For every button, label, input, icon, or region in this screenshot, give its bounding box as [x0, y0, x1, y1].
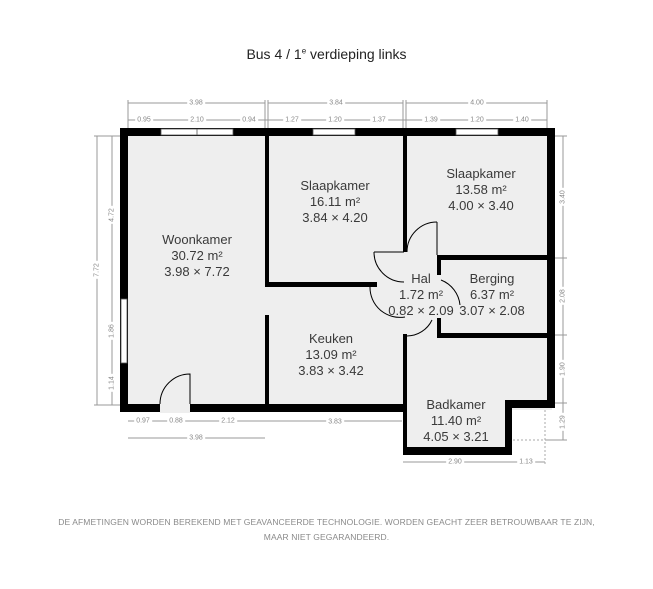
dim-top-seg: 0.95 [135, 116, 153, 124]
dim-top-seg: 1.20 [468, 116, 486, 124]
dim-right-seg: 1.29 [559, 413, 567, 431]
dim-top-seg: 1.40 [513, 116, 531, 124]
dim-bottom-seg: 0.88 [167, 417, 185, 425]
dim-bottom-overall: 3.98 [187, 434, 205, 442]
dim-top-slaapkamer1: 3.84 [327, 99, 345, 107]
room-badkamer: Badkamer 11.40 m² 4.05 × 3.21 [423, 397, 489, 444]
dim-left-seg: 1.86 [108, 322, 116, 340]
dim-bottom-seg: 0.97 [134, 417, 152, 425]
doors [159, 221, 461, 413]
room-slaapkamer-2: Slaapkamer 13.58 m² 4.00 × 3.40 [446, 166, 516, 213]
dim-right-seg: 3.40 [559, 188, 567, 206]
disclaimer: DE AFMETINGEN WORDEN BEREKEND MET GEAVAN… [58, 517, 595, 542]
dim-right-seg: 2.08 [559, 287, 567, 305]
dim-left-seg: 4.72 [108, 206, 116, 224]
windows [120, 128, 499, 364]
dim-top-seg: 1.27 [283, 116, 301, 124]
dim-bottom-seg: 3.83 [326, 418, 344, 426]
room-woonkamer: Woonkamer 30.72 m² 3.98 × 7.72 [162, 232, 232, 279]
dim-left-seg: 1.14 [108, 374, 116, 392]
dim-bottom-bath: 1.13 [517, 458, 535, 466]
dim-bottom-seg: 2.12 [219, 417, 237, 425]
dim-top-seg: 1.37 [370, 116, 388, 124]
dim-top-seg: 0.94 [240, 116, 258, 124]
dim-top-seg: 1.39 [422, 116, 440, 124]
floor-title: Bus 4 / 1e verdieping links [246, 46, 407, 62]
room-floors [126, 134, 552, 452]
dim-right-seg: 1.90 [559, 360, 567, 378]
dim-top-seg: 2.10 [188, 116, 206, 124]
room-slaapkamer-1: Slaapkamer 16.11 m² 3.84 × 4.20 [300, 178, 370, 225]
dim-top-seg: 1.20 [326, 116, 344, 124]
dim-bottom-bath: 2.90 [446, 458, 464, 466]
dim-top-woonkamer: 3.98 [187, 99, 205, 107]
dim-left-overall: 7.72 [93, 261, 101, 279]
dim-top-slaapkamer2: 4.00 [468, 99, 486, 107]
room-berging: Berging 6.37 m² 3.07 × 2.08 [459, 271, 525, 318]
room-keuken: Keuken 13.09 m² 3.83 × 3.42 [298, 331, 364, 378]
room-hal: Hal 1.72 m² 0.82 × 2.09 [388, 271, 454, 318]
